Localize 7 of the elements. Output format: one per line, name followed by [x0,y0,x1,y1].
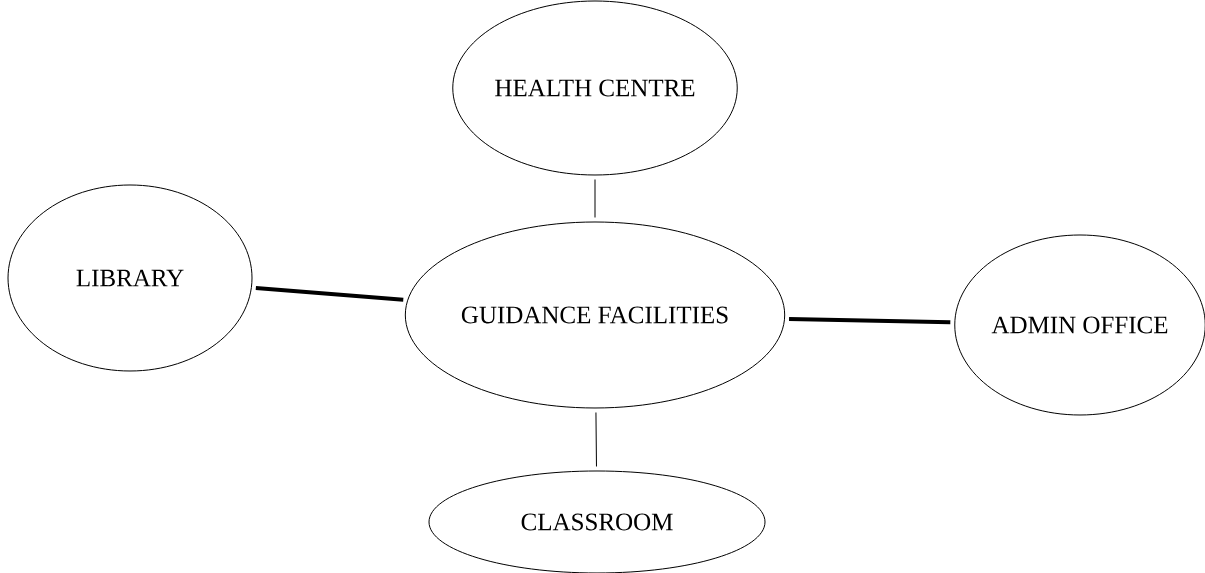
connector-line [595,412,597,467]
connector-line [594,179,596,218]
connector-line [255,286,404,302]
ellipse-node: GUIDANCE FACILITIES [404,221,786,409]
connector-line [788,317,951,325]
ellipse-node: LIBRARY [7,184,253,372]
ellipse-node: HEALTH CENTRE [452,0,738,176]
